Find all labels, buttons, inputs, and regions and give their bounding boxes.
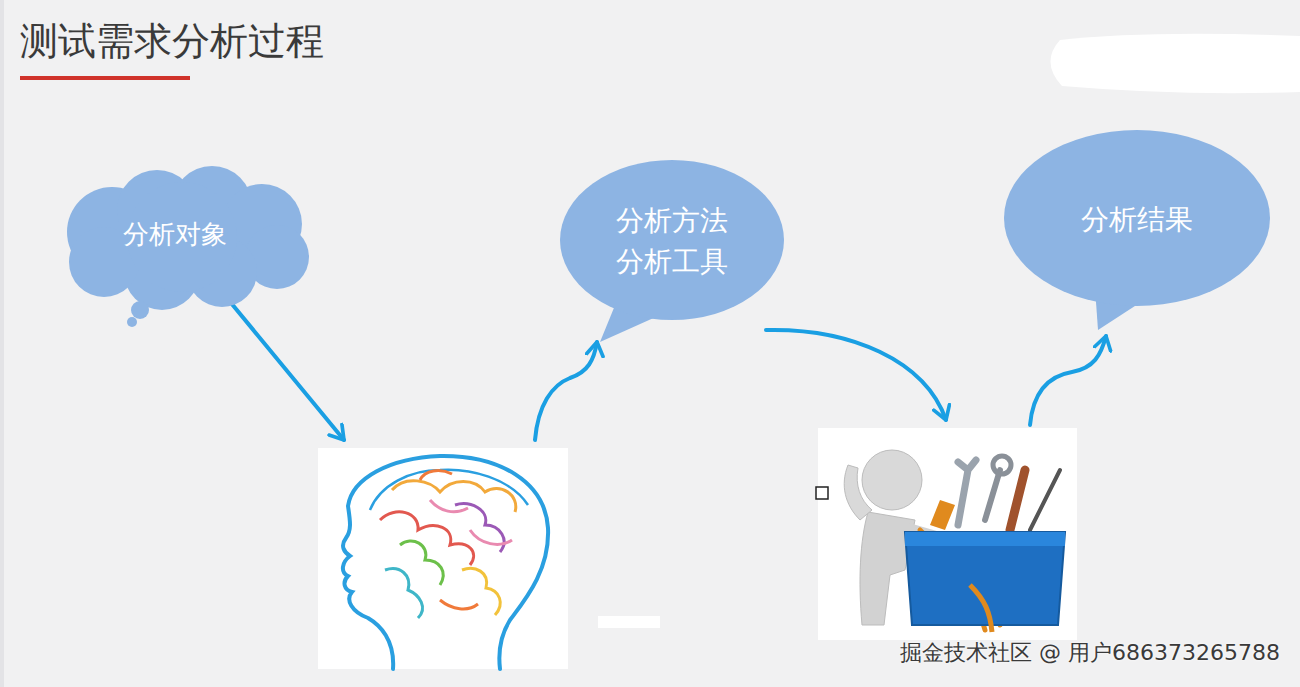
- thought-cloud: 分析对象: [62, 172, 310, 330]
- white-patch: [1050, 34, 1300, 93]
- node-text: 分析方法 分析工具: [608, 201, 737, 282]
- flow-arrow: [1030, 336, 1106, 425]
- white-patch: [598, 616, 660, 628]
- speech-bubble: 分析结果: [1003, 128, 1271, 334]
- node-text: 分析对象: [123, 216, 227, 254]
- brain-illustration: [318, 448, 568, 669]
- speech-bubble: 分析方法 分析工具: [558, 158, 790, 346]
- small-square: [816, 487, 828, 499]
- page-title: 测试需求分析过程: [20, 16, 324, 67]
- toolbox-illustration: [816, 428, 1077, 640]
- flow-arrow: [222, 292, 344, 440]
- cloud-shape: [62, 172, 310, 330]
- watermark: 掘金技术社区 @ 用户686373265788: [900, 638, 1280, 668]
- title-underline: [20, 76, 190, 80]
- edge-band: [0, 0, 4, 687]
- flow-arrow: [535, 342, 597, 440]
- node-text: 分析结果: [1081, 200, 1193, 241]
- flow-arrow: [766, 330, 946, 420]
